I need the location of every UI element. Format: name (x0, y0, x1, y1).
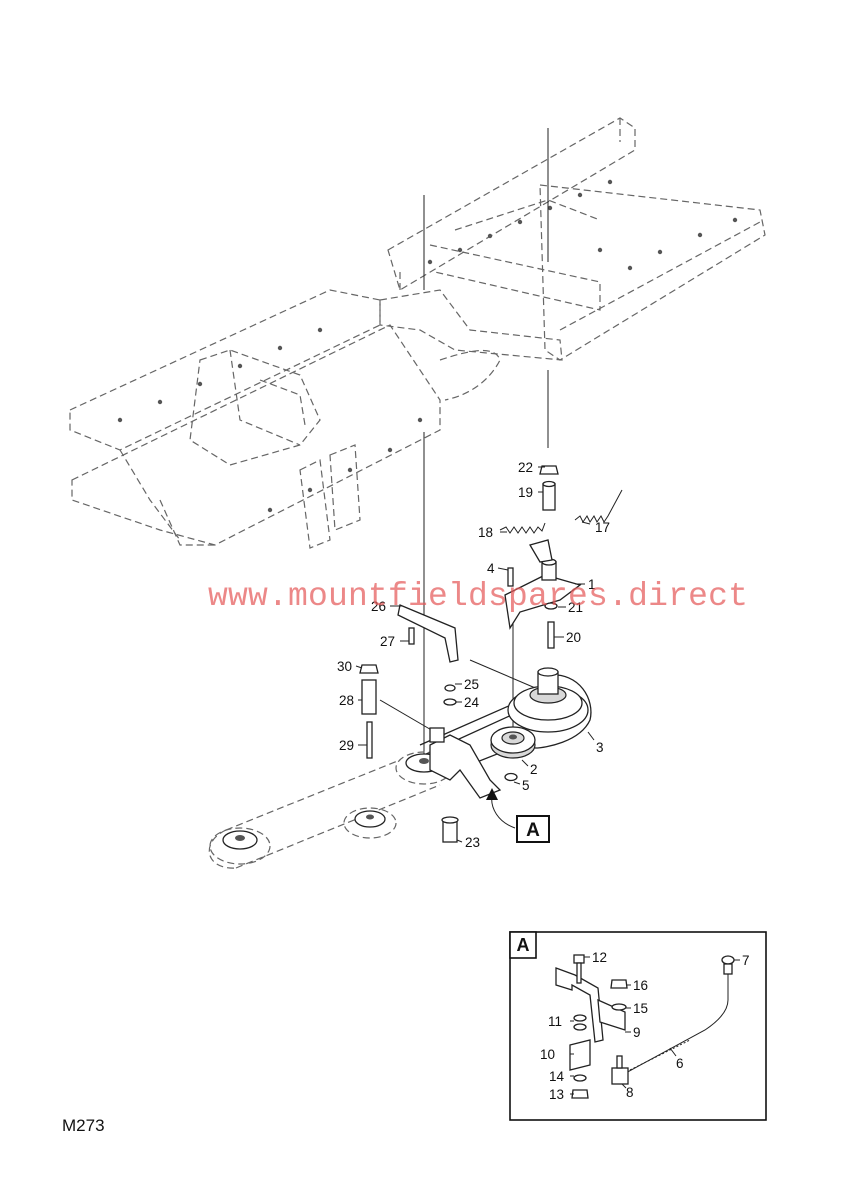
callout-23: 23 (465, 835, 480, 850)
callout-17: 17 (595, 520, 610, 535)
callout-27: 27 (380, 634, 395, 649)
springs (499, 489, 623, 534)
callout-26: 26 (371, 599, 386, 614)
tension-plate-1 (504, 539, 582, 630)
callout-30: 30 (337, 659, 352, 674)
assembly-lines (379, 128, 549, 760)
callout-leaders (355, 466, 740, 1095)
fasteners (359, 465, 559, 843)
detail-a-box (509, 931, 767, 1121)
idler-arm (429, 727, 502, 799)
callout-15: 15 (633, 1001, 648, 1016)
callout-14: 14 (549, 1069, 565, 1084)
callout-22: 22 (518, 460, 533, 475)
callout-12: 12 (592, 950, 607, 965)
callout-4: 4 (487, 561, 495, 576)
chassis-frame (69, 117, 766, 549)
callout-16: 16 (633, 978, 648, 993)
bracket-26 (397, 604, 459, 663)
detail-a-box-label: A (517, 935, 530, 955)
idler-pulley (490, 726, 536, 759)
callout-13: 13 (549, 1087, 564, 1102)
detail-a-pointer-label: A (526, 820, 540, 841)
callout-5: 5 (522, 778, 530, 793)
callout-3: 3 (596, 740, 604, 755)
callout-8: 8 (626, 1085, 634, 1100)
callout-10: 10 (540, 1047, 555, 1062)
callout-6: 6 (676, 1056, 684, 1071)
callout-9: 9 (633, 1025, 641, 1040)
callout-19: 19 (518, 485, 533, 500)
callout-25: 25 (464, 677, 479, 692)
callout-28: 28 (339, 693, 354, 708)
callout-7: 7 (742, 953, 750, 968)
diagram-code: M273 (62, 1116, 105, 1135)
callout-numbers: 22 19 18 17 4 1 21 20 26 27 30 28 29 25 … (337, 460, 750, 1102)
main-pulley (507, 667, 589, 733)
callout-29: 29 (339, 738, 354, 753)
callout-18: 18 (478, 525, 493, 540)
watermark-text: www.mountfieldspares.direct (208, 578, 749, 615)
detail-a-pointer (486, 788, 550, 843)
callout-20: 20 (566, 630, 581, 645)
callout-24: 24 (464, 695, 480, 710)
deck-pulleys (209, 751, 453, 865)
callout-21: 21 (568, 600, 583, 615)
callout-11: 11 (548, 1014, 562, 1029)
callout-1: 1 (588, 577, 596, 592)
callout-2: 2 (530, 762, 538, 777)
